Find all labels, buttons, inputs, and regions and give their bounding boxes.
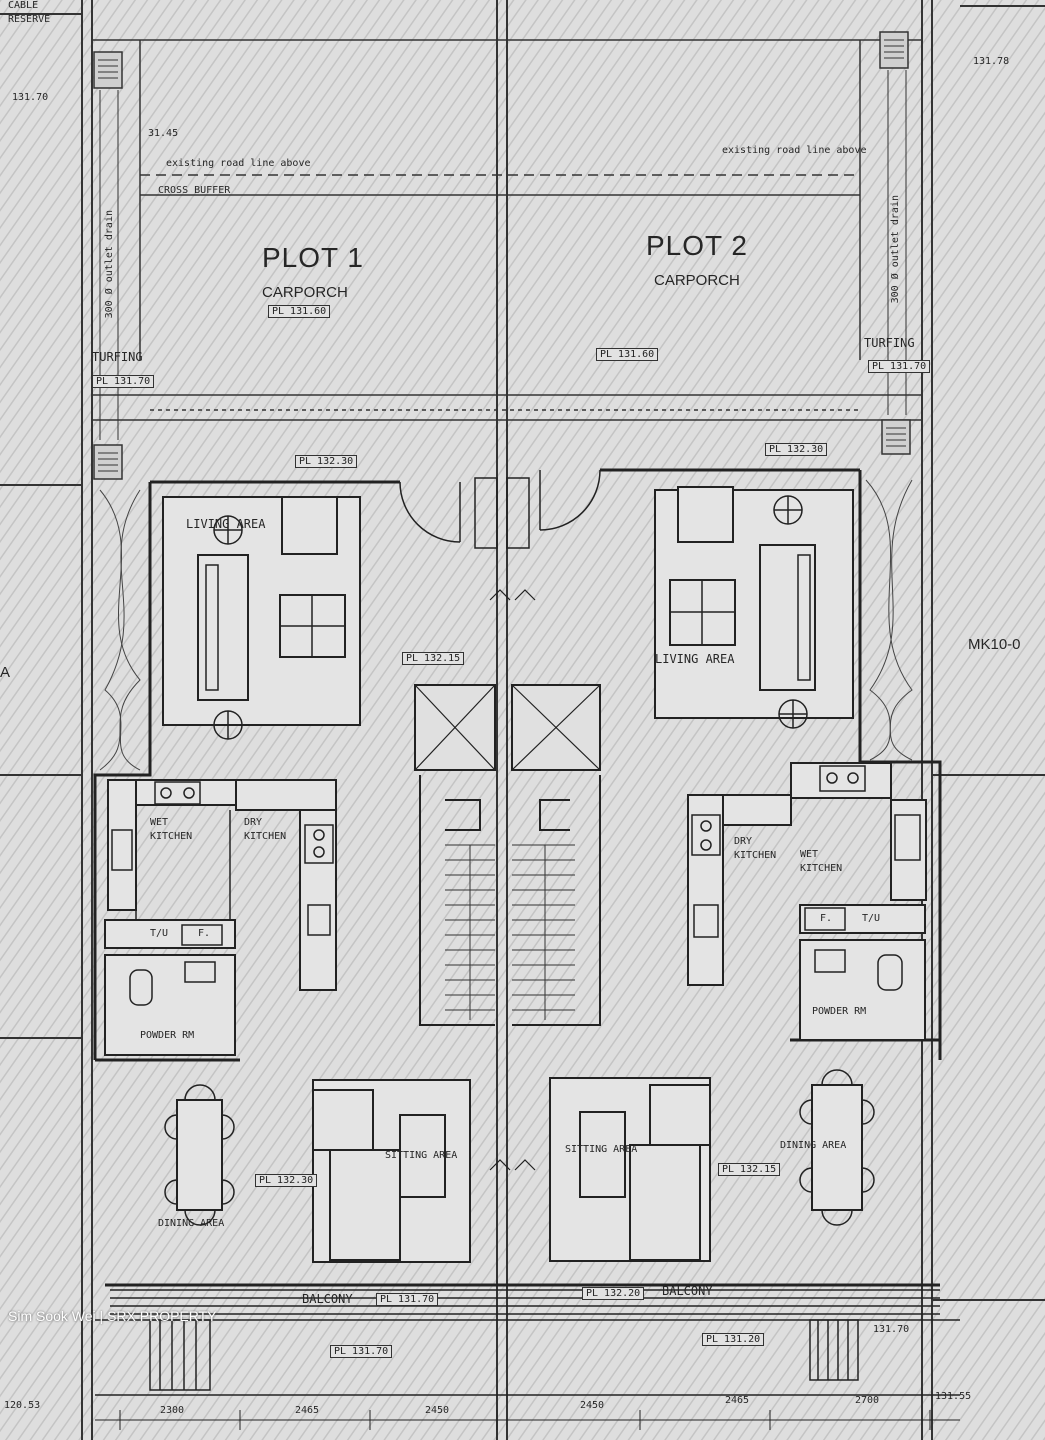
adjacent-lot-label: MK10-0 [968, 636, 1021, 653]
plot1-wet-kitchen-label: WET KITCHEN [150, 817, 193, 842]
level-mid-left: 31.45 [148, 128, 179, 139]
buffer-note: CROSS BUFFER [158, 185, 231, 196]
plot1-yard-level: PL 131.70 [330, 1345, 393, 1358]
plot1-turfing-label: TURFING [92, 350, 143, 364]
top-left-note-2: RESERVE [8, 14, 51, 25]
plot1-f-label: F. [198, 928, 211, 939]
plot2-wet-kitchen-label: WET KITCHEN [800, 849, 843, 874]
drain-label-right: 300 Ø outlet drain [890, 195, 901, 304]
plot2-balcony-label: BALCONY [662, 1284, 713, 1298]
crossover-note-plot2: existing road line above [722, 145, 867, 156]
dimension-6: 2700 [855, 1395, 880, 1406]
plot2-carporch-label: CARPORCH [654, 272, 740, 289]
plot1-carporch-level: PL 131.60 [268, 305, 331, 318]
level-top-right: 131.78 [973, 56, 1010, 67]
level-top-left: 131.70 [12, 92, 49, 103]
drain-label-left: 300 Ø outlet drain [104, 210, 115, 319]
dimension-4: 2450 [580, 1400, 605, 1411]
plot1-powder-label: POWDER RM [140, 1030, 195, 1041]
plot2-dining-level: PL 132.15 [718, 1163, 781, 1176]
stair-level: PL 132.15 [402, 652, 465, 665]
watermark: Sim Sook Wei | SRX PROPERTY [8, 1308, 217, 1324]
plot1-turfing-level: PL 131.70 [92, 375, 155, 388]
plot1-sitting-label: SITTING AREA [385, 1150, 458, 1161]
plot2-carporch-level: PL 131.60 [596, 348, 659, 361]
plot1-balcony-label: BALCONY [302, 1292, 353, 1306]
plot2-front-level: PL 132.30 [765, 443, 828, 456]
plot1-balcony-level: PL 131.70 [376, 1293, 439, 1306]
plot2-title: PLOT 2 [646, 230, 748, 261]
plot2-balcony-level: PL 132.20 [582, 1287, 645, 1300]
plot1-carporch-label: CARPORCH [262, 284, 348, 301]
plot2-yard-level: PL 131.20 [702, 1333, 765, 1346]
top-left-note: CABLE [8, 0, 39, 11]
plot2-dining-label: DINING AREA [780, 1140, 847, 1151]
dimension-3: 2450 [425, 1405, 450, 1416]
plot1-tu-label: T/U [150, 928, 169, 939]
dimension-2: 2465 [295, 1405, 320, 1416]
level-bottom-right: 131.55 [935, 1391, 972, 1402]
plot2-turfing-level: PL 131.70 [868, 360, 931, 373]
plot2-powder-label: POWDER RM [812, 1006, 867, 1017]
plot1-living-label: LIVING AREA [186, 517, 266, 531]
plot1-title: PLOT 1 [262, 242, 364, 273]
crossover-note-plot1: existing road line above [166, 158, 311, 169]
plot1-dining-label: DINING AREA [158, 1218, 225, 1229]
adjacent-lot-left-label: A [0, 664, 11, 681]
plot2-living-label: LIVING AREA [655, 652, 735, 666]
level-balcony-right: 131.70 [873, 1324, 910, 1335]
plot2-sitting-label: SITTING AREA [565, 1144, 638, 1155]
plot2-f-label: F. [820, 913, 833, 924]
dimension-5: 2465 [725, 1395, 750, 1406]
plot1-dry-kitchen-label: DRY KITCHEN [244, 817, 287, 842]
dimension-1: 2300 [160, 1405, 185, 1416]
plot2-turfing-label: TURFING [864, 336, 915, 350]
plot2-dry-kitchen-label: DRY KITCHEN [734, 836, 777, 861]
plot2-tu-label: T/U [862, 913, 881, 924]
level-bottom-left: 120.53 [4, 1400, 41, 1411]
plot1-dining-level: PL 132.30 [255, 1174, 318, 1187]
plot1-front-level: PL 132.30 [295, 455, 358, 468]
